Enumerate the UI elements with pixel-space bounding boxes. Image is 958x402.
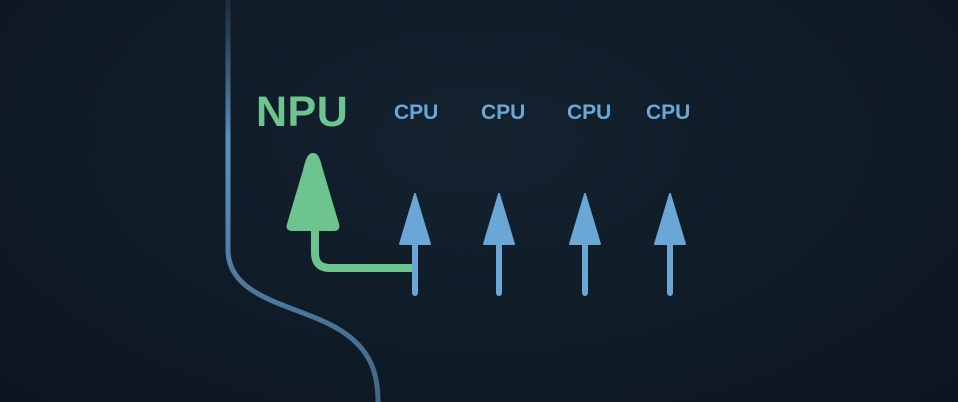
cpu-arrow-3	[569, 193, 601, 296]
cpu-label-4: CPU	[646, 101, 691, 124]
npu-label: NPU	[256, 88, 349, 136]
npu-route-line	[311, 221, 416, 272]
arrow-up-icon	[399, 193, 431, 245]
left-boundary-line	[225, 0, 381, 402]
cpu-label-1: CPU	[394, 101, 439, 124]
arrow-up-icon	[483, 193, 515, 245]
cpu-arrow-4	[654, 193, 686, 296]
arrow-up-icon	[654, 193, 686, 245]
cpu-arrow-2	[483, 193, 515, 296]
cpu-label-2: CPU	[481, 101, 526, 124]
cpu-label-3: CPU	[567, 101, 612, 124]
npu-arrow-up-icon	[286, 153, 340, 231]
arrow-up-icon	[569, 193, 601, 245]
cpu-arrow-1	[399, 193, 431, 296]
